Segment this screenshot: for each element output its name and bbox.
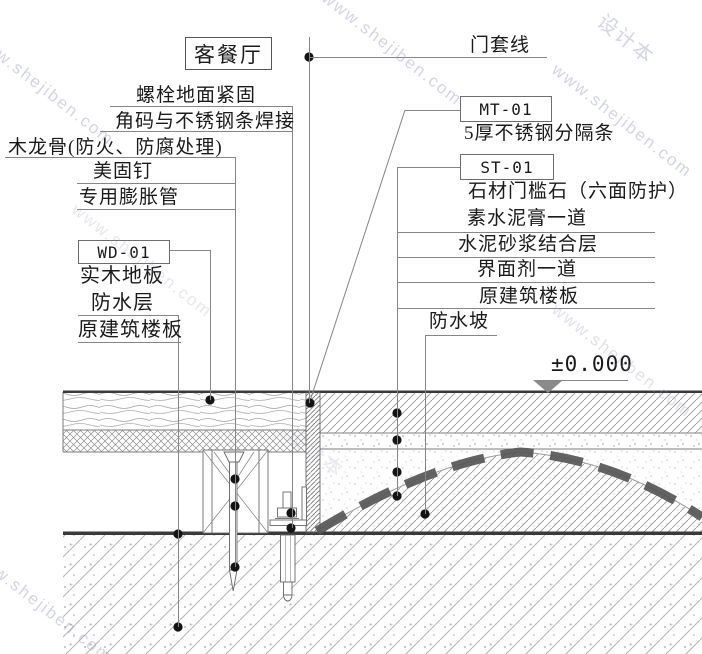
mortar-band	[320, 433, 702, 449]
leader-underline	[309, 57, 547, 58]
leader-vertical	[235, 157, 236, 567]
leader-vertical	[397, 167, 398, 496]
wood-floor-band	[63, 392, 306, 430]
leader-underline	[78, 342, 181, 343]
elevation-triangle-icon	[533, 380, 563, 393]
label-bolt: 螺栓地面紧固	[136, 85, 257, 106]
label-angle-weld: 角码与不锈钢条焊接	[115, 111, 296, 132]
waterproof-layer-band	[63, 430, 306, 452]
leader-vertical	[309, 37, 310, 403]
label-original-slab-left: 原建筑楼板	[78, 319, 183, 341]
leader-underline	[77, 183, 235, 184]
label-original-slab-right: 原建筑楼板	[479, 286, 580, 307]
leader-underline	[425, 335, 497, 336]
leader-underline	[397, 282, 655, 283]
slab-top-line	[63, 531, 702, 535]
finish-floor-line	[63, 390, 702, 393]
label-expansion-tube: 专用膨胀管	[79, 187, 180, 208]
label-mortar-layer: 水泥砂浆结合层	[458, 234, 599, 255]
elevation-value: ±0.000	[551, 352, 633, 376]
stone-threshold-band	[320, 392, 702, 433]
material-code-st01: ST-01	[460, 154, 554, 180]
label-interface-agent: 界面剂一道	[477, 259, 578, 280]
leader-underline	[168, 250, 210, 251]
leader-vertical	[425, 335, 426, 514]
elevation-datum-line	[540, 380, 628, 381]
leader-underline	[78, 315, 178, 316]
leader-underline	[397, 257, 655, 258]
leader-diagonal-mt01	[309, 109, 406, 402]
label-nail: 美固钉	[93, 161, 154, 182]
leader-underline	[397, 232, 655, 233]
leader-underline	[405, 110, 460, 111]
material-code-mt01: MT-01	[460, 96, 552, 122]
label-waterproof-slope: 防水坡	[429, 311, 490, 332]
leader-dots	[173, 52, 430, 632]
slope-arc-dashes	[314, 447, 702, 535]
leader-underline	[397, 308, 655, 309]
leader-vertical	[292, 106, 293, 528]
leader-vertical	[178, 315, 179, 627]
material-code-wd01: WD-01	[78, 240, 170, 264]
room-title: 客餐厅	[194, 42, 263, 67]
label-cement-paste: 素水泥膏一道	[467, 208, 588, 229]
leader-underline	[110, 106, 293, 107]
leader-underline	[77, 209, 235, 210]
label-door-casing: 门套线	[470, 35, 531, 56]
label-waterproof-layer: 防水层	[91, 292, 154, 314]
room-title-box: 客餐厅	[185, 37, 272, 70]
leader-vertical	[210, 250, 211, 400]
leader-underline	[100, 131, 292, 132]
leader-underline	[397, 167, 460, 168]
label-stone-threshold: 石材门槛石（六面防护）	[468, 181, 689, 202]
label-wood-joist: 木龙骨(防火、防腐处理)	[8, 137, 223, 158]
leader-underline	[5, 157, 235, 158]
label-wood-floor: 实木地板	[80, 265, 164, 287]
original-slab-hatch	[63, 535, 702, 654]
label-steel-divider: 5厚不锈钢分隔条	[464, 123, 615, 144]
steel-divider-strip	[305, 391, 321, 534]
nail-expansion-anchor	[213, 451, 255, 592]
